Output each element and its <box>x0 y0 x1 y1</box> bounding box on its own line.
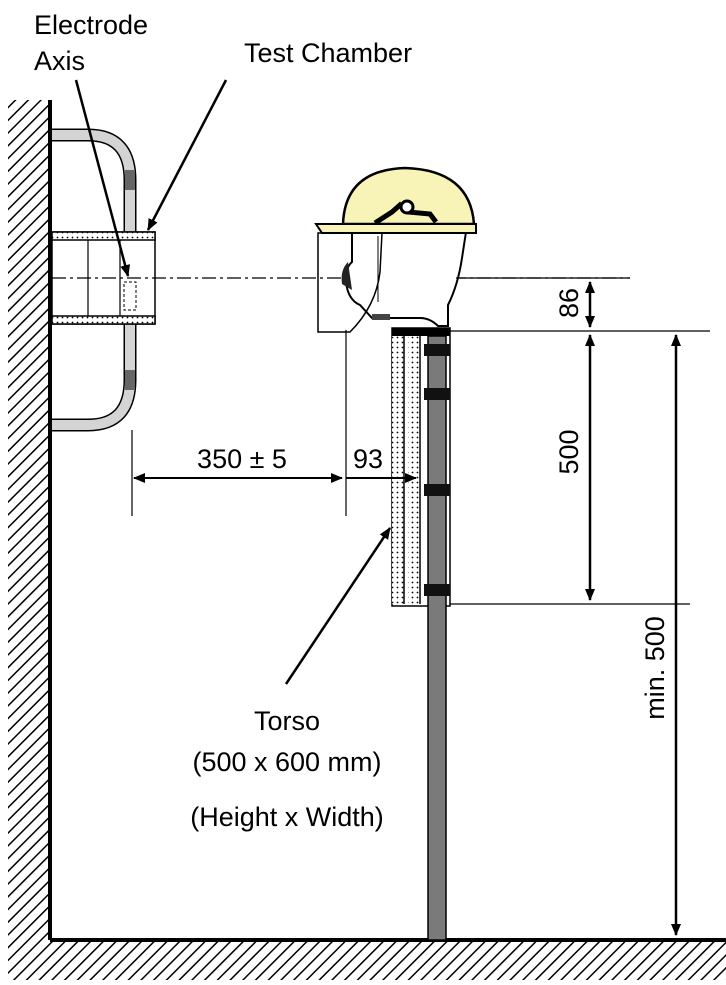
dimension-min-height-value: min. 500 <box>640 616 670 720</box>
headform <box>341 231 468 327</box>
floor <box>8 938 726 980</box>
face-visor <box>317 232 383 333</box>
label-test-chamber: Test Chamber <box>244 38 412 68</box>
label-electrode: Electrode <box>34 10 148 40</box>
dimension-distance-value: 350 ± 5 <box>197 444 287 474</box>
wall <box>8 100 52 945</box>
dimension-extension-lines <box>392 277 710 605</box>
test-chamber-leader <box>146 79 228 231</box>
electrode-axis-leader <box>74 79 131 277</box>
dimension-offset-value: 93 <box>353 444 383 474</box>
dimension-torso-height-value: 500 <box>554 429 584 474</box>
dimension-distance <box>131 330 417 516</box>
helmet <box>314 166 477 234</box>
support-pole <box>424 335 450 941</box>
dimension-head-height-value: 86 <box>554 288 584 318</box>
label-axis: Axis <box>34 46 85 76</box>
torso-leader <box>284 527 392 685</box>
label-torso: Torso <box>254 706 320 736</box>
label-torso-note: (Height x Width) <box>190 802 384 832</box>
label-torso-dimensions: (500 x 600 mm) <box>192 747 381 777</box>
